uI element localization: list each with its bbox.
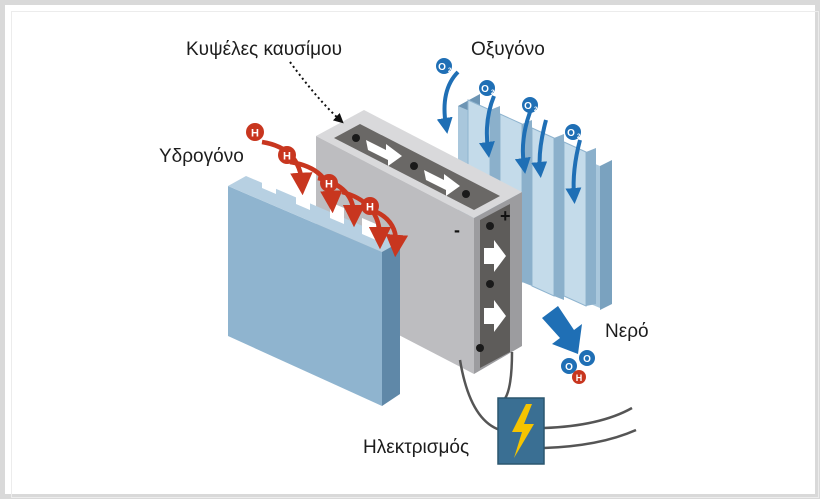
electron-dots [352,134,494,352]
electricity-label: Ηλεκτρισμός [363,437,470,458]
hydrogen-label: Υδρογόνο [159,146,244,167]
svg-text:H: H [325,179,333,191]
oxygen-arrows [436,70,582,204]
svg-text:O: O [438,62,446,73]
water-molecule-icon: O O H [561,350,595,384]
svg-text:2: 2 [577,134,581,140]
water-arrow [542,306,582,354]
svg-text:O: O [583,354,591,365]
svg-text:H: H [366,202,374,214]
svg-text:H: H [576,373,583,383]
water-label: Νερό [605,321,649,342]
hydrogen-plate [228,172,400,406]
svg-text:H: H [251,128,259,140]
white-flow-arrow-icon [366,140,460,196]
fuel-cells-label: Κυψέλες καυσίμου [186,39,342,60]
oxygen-molecule-icon: O 2 O 2 O 2 O 2 [436,58,581,140]
electricity-box [497,397,545,465]
fuel-cell-leader-line [289,61,344,124]
svg-text:O: O [524,101,532,112]
oxygen-label: Οξυγόνο [471,39,545,60]
figure-inner-border [11,11,819,498]
svg-text:2: 2 [534,107,538,113]
svg-text:H: H [283,151,291,163]
svg-text:2: 2 [448,68,452,74]
lightning-bolt-icon [512,404,534,458]
hydrogen-molecule-icon: H H H H [246,123,379,215]
minus-sign: - [454,220,460,240]
plus-sign: + [500,206,511,226]
svg-text:O: O [481,84,489,95]
svg-text:2: 2 [491,90,495,96]
svg-text:O: O [565,362,573,373]
svg-text:O: O [567,128,575,139]
white-flow-arrow-icon [484,240,506,332]
